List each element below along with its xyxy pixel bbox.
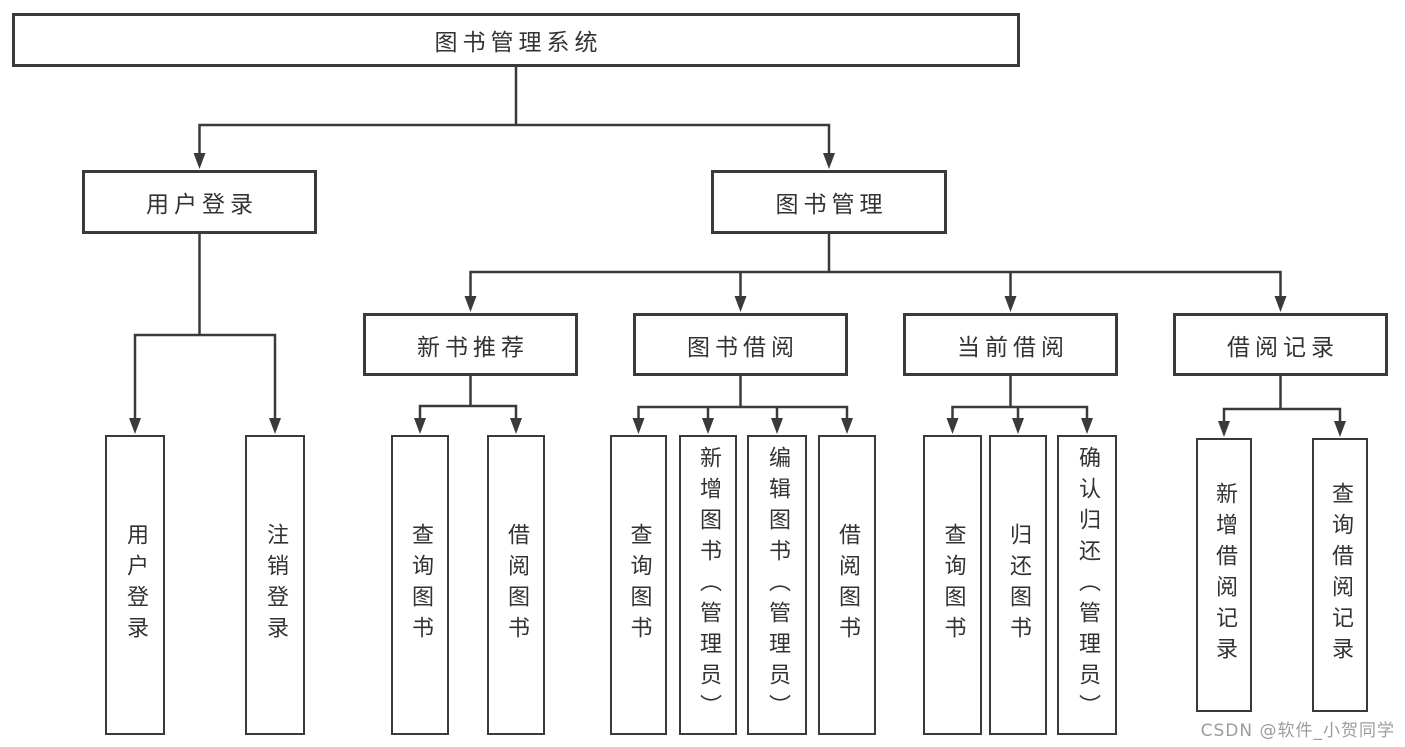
leaf-borrow-books-recommend: 借阅图书 — [487, 435, 545, 735]
node-book-management: 图书管理 — [711, 170, 947, 234]
watermark: CSDN @软件_小贺同学 — [1200, 721, 1395, 741]
node-current-borrowing: 当前借阅 — [903, 313, 1118, 376]
leaf-query-books-recommend: 查询图书 — [391, 435, 449, 735]
node-new-book-recommend-label: 新书推荐 — [417, 334, 529, 361]
node-root: 图书管理系统 — [12, 13, 1020, 67]
leaf-user-login-label: 用户登录 — [123, 523, 148, 647]
leaf-user-login: 用户登录 — [105, 435, 165, 735]
leaf-add-borrow-record-label: 新增借阅记录 — [1212, 482, 1237, 668]
leaf-return-book: 归还图书 — [989, 435, 1047, 735]
leaf-borrow-books-borrowing: 借阅图书 — [818, 435, 876, 735]
node-user-login-label: 用户登录 — [146, 192, 258, 218]
leaf-add-book-admin: 新增图书（管理员） — [679, 435, 737, 735]
leaf-edit-book-admin: 编辑图书（管理员） — [747, 435, 807, 735]
leaf-logout-login-label: 注销登录 — [263, 523, 288, 647]
node-borrowing-records: 借阅记录 — [1173, 313, 1388, 376]
leaf-query-borrow-record: 查询借阅记录 — [1312, 438, 1368, 712]
node-borrowing-records-label: 借阅记录 — [1227, 334, 1339, 361]
leaf-return-book-label: 归还图书 — [1006, 523, 1031, 647]
leaf-query-books-current-label: 查询图书 — [940, 523, 966, 647]
leaf-query-books-borrowing-label: 查询图书 — [626, 523, 652, 647]
leaf-confirm-return-admin-label: 确认归还（管理员） — [1075, 445, 1100, 725]
leaf-add-book-admin-label: 新增图书（管理员） — [696, 445, 721, 725]
leaf-query-borrow-record-label: 查询借阅记录 — [1328, 482, 1353, 668]
leaf-query-books-borrowing: 查询图书 — [610, 435, 667, 735]
node-book-management-label: 图书管理 — [775, 192, 888, 218]
leaf-edit-book-admin-label: 编辑图书（管理员） — [765, 445, 790, 725]
leaf-confirm-return-admin: 确认归还（管理员） — [1057, 435, 1117, 735]
leaf-query-books-current: 查询图书 — [923, 435, 982, 735]
leaf-borrow-books-recommend-label: 借阅图书 — [504, 523, 529, 647]
node-new-book-recommend: 新书推荐 — [363, 313, 578, 376]
leaf-logout-login: 注销登录 — [245, 435, 305, 735]
node-book-borrowing: 图书借阅 — [633, 313, 848, 376]
leaf-borrow-books-borrowing-label: 借阅图书 — [835, 523, 860, 647]
node-book-borrowing-label: 图书借阅 — [687, 334, 799, 361]
node-current-borrowing-label: 当前借阅 — [957, 334, 1069, 361]
node-user-login: 用户登录 — [82, 170, 317, 234]
node-root-label: 图书管理系统 — [434, 30, 603, 56]
leaf-query-books-recommend-label: 查询图书 — [408, 523, 433, 647]
leaf-add-borrow-record: 新增借阅记录 — [1196, 438, 1252, 712]
